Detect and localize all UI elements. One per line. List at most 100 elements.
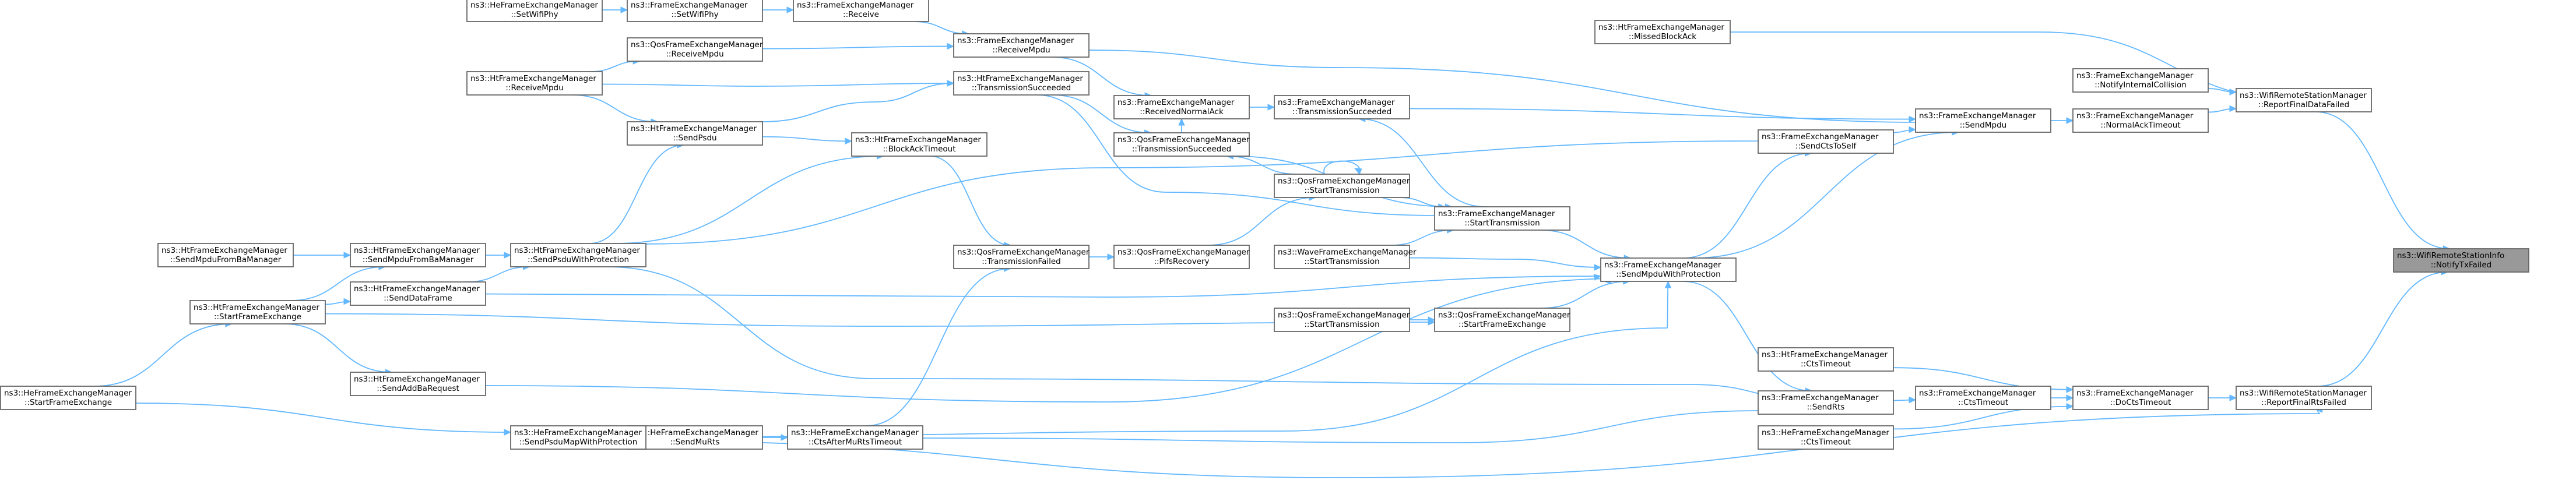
node-method-label: ::TransmissionFailed [982,257,1060,266]
node-box [350,372,486,396]
node-ts-qos[interactable]: ns3::QosFrameExchangeManager::Transmissi… [1113,132,1250,157]
node-bato[interactable]: ns3::HtFrameExchangeManager::BlockAckTim… [851,132,987,157]
node-ctsto-ht[interactable]: ns3::HtFrameExchangeManager::CtsTimeout [1758,347,1894,372]
node-class-label: ns3::HtFrameExchangeManager [855,135,981,144]
node-sdf[interactable]: ns3::HtFrameExchangeManager::SendDataFra… [350,281,486,306]
node-box [1274,308,1410,332]
node-recvmpdu-fem[interactable]: ns3::FrameExchangeManager::ReceiveMpdu [953,33,1090,58]
node-method-label: ::SendPsdu [673,133,716,143]
node-box [157,243,294,267]
node-rfdf[interactable]: ns3::WifiRemoteStationManager::ReportFin… [2236,88,2372,112]
edge-n_cts_he-to-n_sendrts [922,407,1765,443]
node-box [0,386,136,410]
node-sendcts[interactable]: ns3::FrameExchangeManager::SendCtsToSelf [1758,129,1894,154]
edge-n_st_fem-to-n_smwp [1540,230,1632,262]
node-sfe-qos[interactable]: ns3::QosFrameExchangeManager::StartFrame… [1434,308,1570,332]
node-docts[interactable]: ns3::FrameExchangeManager::DoCtsTimeout [2072,386,2209,410]
node-class-label: ns3::HtFrameExchangeManager [354,375,480,384]
edge-n_smfba2-to-n_smfba [293,252,352,259]
node-class-label: ns3::FrameExchangeManager [957,36,1074,45]
node-box [510,243,646,267]
node-box [1758,425,1894,450]
node-method-label: ::ReceiveMpdu [992,45,1050,55]
node-method-label: ::SendMpduFromBaManager [170,255,282,264]
node-method-label: ::CtsTimeout [1801,437,1851,447]
edge-n_sendmpdu-to-n_nat [2050,117,2074,124]
node-setphy-he[interactable]: ns3::HeFrameExchangeManager::SetWifiPhy [466,0,603,22]
node-method-label: ::SendRts [1807,403,1845,412]
node-spwp[interactable]: ns3::HtFrameExchangeManager::SendPsduWit… [510,243,646,267]
node-box [1274,95,1410,119]
node-cts-he[interactable]: ns3::HeFrameExchangeManager::CtsAfterMuR… [787,425,923,450]
node-st-qos[interactable]: ns3::QosFrameExchangeManager::StartTrans… [1274,174,1410,198]
node-st-qos2[interactable]: ns3::QosFrameExchangeManager::StartTrans… [1274,308,1410,332]
node-nic[interactable]: ns3::FrameExchangeManager::NotifyInterna… [2072,68,2209,93]
node-sendmpdu[interactable]: ns3::FrameExchangeManager::SendMpdu [1915,108,2051,133]
node-st-fem[interactable]: ns3::FrameExchangeManager::StartTransmis… [1434,206,1570,231]
node-sfe-ht[interactable]: ns3::HtFrameExchangeManager::StartFrameE… [189,300,326,324]
node-saddba[interactable]: ns3::HtFrameExchangeManager::SendAddBaRe… [350,372,486,396]
node-box [787,425,923,450]
node-class-label: ns3::FrameExchangeManager [1762,393,1879,403]
node-class-label: ns3::HtFrameExchangeManager [514,246,640,255]
node-st-wave[interactable]: ns3::WaveFrameExchangeManager::StartTran… [1274,245,1417,269]
node-sendmurts[interactable]: ns3::HeFrameExchangeManager::SendMuRts [627,425,763,450]
node-recvmpdu-qos[interactable]: ns3::QosFrameExchangeManager::ReceiveMpd… [627,37,763,62]
edge-n_sendpsdu-to-n_ts_ht [761,80,955,122]
node-class-label: ns3::QosFrameExchangeManager [1117,248,1250,257]
node-smfba[interactable]: ns3::HtFrameExchangeManager::SendMpduFro… [350,243,486,267]
node-class-label: ns3::WifiRemoteStationInfo [2397,251,2504,260]
node-class-label: ns3::QosFrameExchangeManager [631,40,763,50]
node-class-label: ns3::QosFrameExchangeManager [1117,135,1250,144]
node-sfe-he[interactable]: ns3::HeFrameExchangeManager::StartFrameE… [0,386,136,410]
node-class-label: ns3::HtFrameExchangeManager [1598,23,1724,32]
node-method-label: ::NotifyTxFailed [2431,260,2491,270]
node-class-label: ns3::HtFrameExchangeManager [354,284,480,294]
node-setphy-fem[interactable]: ns3::FrameExchangeManager::SetWifiPhy [627,0,763,22]
node-box [1594,20,1731,44]
node-class-label: ns3::QosFrameExchangeManager [1438,310,1570,320]
node-class-label: ns3::HtFrameExchangeManager [470,74,596,83]
node-smwp[interactable]: ns3::FrameExchangeManager::SendMpduWithP… [1600,257,1737,282]
node-ts-ht[interactable]: ns3::HtFrameExchangeManager::Transmissio… [953,71,1090,96]
node-rfrf[interactable]: ns3::WifiRemoteStationManager::ReportFin… [2236,386,2372,410]
node-class-label: ns3::FrameExchangeManager [1919,389,2036,398]
edge-n_sfe_ht-to-n_sfe_qos [325,313,1436,327]
node-ctsto-fem[interactable]: ns3::FrameExchangeManager::CtsTimeout [1915,386,2051,410]
node-method-label: ::ReportFinalDataFailed [2258,100,2349,110]
node-ctsto-he[interactable]: ns3::HeFrameExchangeManager::CtsTimeout [1758,425,1894,450]
node-class-label: ns3::FrameExchangeManager [1278,98,1395,107]
node-tf-qos[interactable]: ns3::QosFrameExchangeManager::Transmissi… [953,245,1090,269]
node-box [1758,129,1894,154]
node-box [1113,95,1250,119]
node-method-label: ::MissedBlockAck [1629,32,1696,41]
node-pifs[interactable]: ns3::QosFrameExchangeManager::PifsRecove… [1113,245,1250,269]
node-class-label: ns3::FrameExchangeManager [1604,260,1721,270]
node-box [1113,132,1250,157]
node-sendpsdu[interactable]: ns3::HtFrameExchangeManager::SendPsdu [627,121,763,146]
node-box [189,300,326,324]
node-method-label: ::ReceiveMpdu [666,50,723,59]
node-recvmpdu-ht[interactable]: ns3::HtFrameExchangeManager::ReceiveMpdu [466,71,603,96]
node-method-label: ::NormalAckTimeout [2100,121,2180,130]
node-smfba2[interactable]: ns3::HtFrameExchangeManager::SendMpduFro… [157,243,294,267]
node-class-label: ns3::WifiRemoteStationManager [2240,389,2367,398]
node-class-label: ns3::HtFrameExchangeManager [161,246,287,255]
node-class-label: ns3::FrameExchangeManager [2076,111,2194,121]
node-mba[interactable]: ns3::HtFrameExchangeManager::MissedBlock… [1594,20,1731,44]
node-box [1915,108,2051,133]
node-rna[interactable]: ns3::FrameExchangeManager::ReceivedNorma… [1113,95,1250,119]
node-method-label: ::StartFrameExchange [24,398,112,407]
edge-n_nic-to-n_rfdf [2208,88,2237,96]
node-sendrts[interactable]: ns3::FrameExchangeManager::SendRts [1758,390,1894,415]
node-recv-fem[interactable]: ns3::FrameExchangeManager::Receive [793,0,929,22]
node-spmwp[interactable]: ns3::HeFrameExchangeManager::SendPsduMap… [510,425,646,450]
node-box [2072,386,2209,410]
node-nat[interactable]: ns3::FrameExchangeManager::NormalAckTime… [2072,108,2209,133]
node-method-label: ::SendMpduWithProtection [1616,270,1720,279]
node-box [953,33,1090,58]
edge-n_smfba-to-n_spwp [485,252,512,259]
edge-n_sendrts-to-n_ctsto_fem [1893,396,1917,404]
node-method-label: ::SetWifiPhy [671,10,718,19]
node-ts-fem[interactable]: ns3::FrameExchangeManager::TransmissionS… [1274,95,1410,119]
